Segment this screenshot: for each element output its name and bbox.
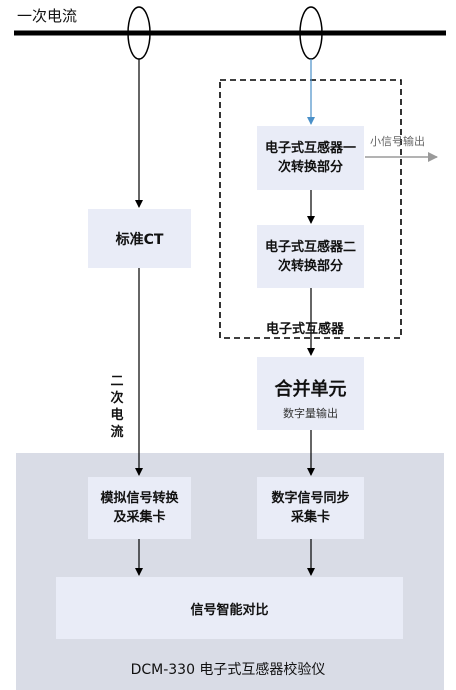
small-signal-output-label: 小信号输出: [370, 135, 425, 148]
analog-acquisition-card-box: 模拟信号转换及采集卡: [88, 477, 191, 539]
digital-output-label: 数字量输出: [283, 407, 338, 420]
standard-ct-box: 标准CT: [88, 209, 191, 268]
device-name-label: DCM-330 电子式互感器校验仪: [130, 662, 326, 678]
primary-current-label: 一次电流: [17, 7, 78, 25]
digital-sync-card-box: 数字信号同步采集卡: [257, 477, 364, 539]
ect-primary-conversion-box: 电子式互感器一次转换部分: [257, 126, 364, 190]
ect-region-label: 电子式互感器: [266, 322, 345, 337]
device-panel: [16, 453, 444, 690]
signal-comparison-box: 信号智能对比: [56, 577, 403, 639]
merge-unit-box: 合并单元 数字量输出: [257, 357, 364, 430]
secondary-current-label: 二次电流: [110, 374, 124, 440]
ect-secondary-conversion-box: 电子式互感器二次转换部分: [257, 225, 364, 288]
merge-unit-title: 合并单元: [274, 379, 347, 400]
